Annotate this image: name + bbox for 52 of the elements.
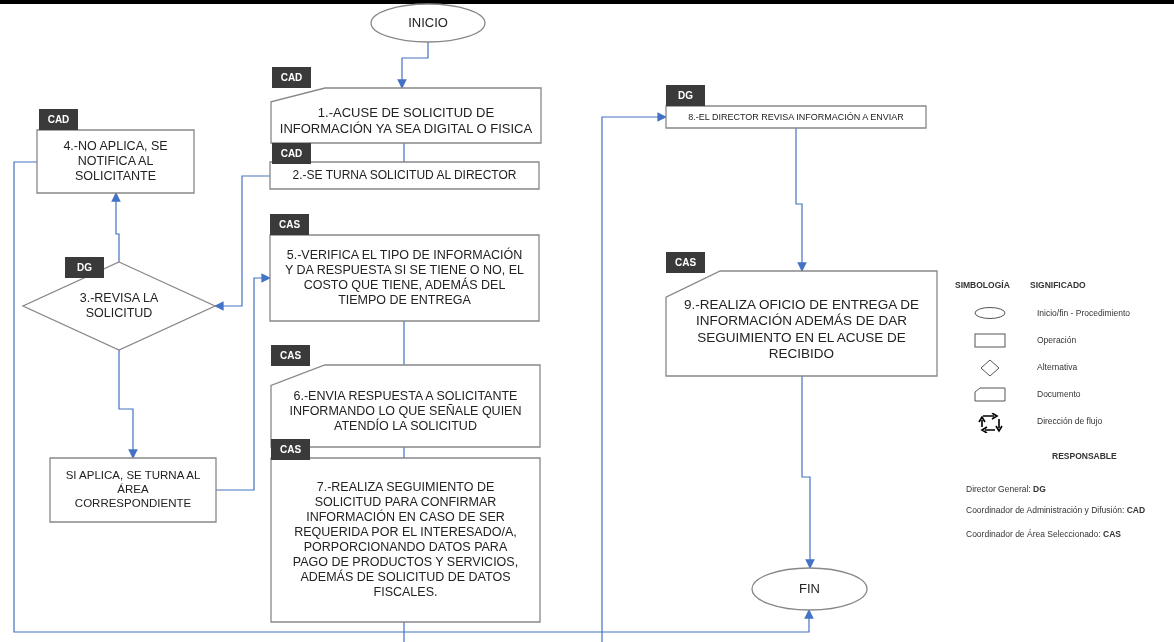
connector-arrow [403, 112, 667, 642]
role-tag: CAS [271, 345, 310, 366]
connector-arrow [111, 192, 121, 263]
connector-arrow [397, 41, 429, 89]
connector-arrow [118, 349, 138, 459]
step-text: 4.-NO APLICA, SE NOTIFICA AL SOLICITANTE [62, 139, 169, 184]
terminal-ellipse [371, 4, 485, 42]
terminal-ellipse [752, 568, 867, 610]
legend-text: Documento [1037, 389, 1081, 399]
role-tag: CAS [271, 439, 310, 460]
legend-text: Alternativa [1037, 362, 1078, 372]
document-shape [271, 365, 540, 447]
document-shape [271, 88, 541, 143]
role-tag: DG [65, 257, 104, 278]
step-text: 7.-REALIZA SEGUIMIENTO DE SOLICITUD PARA CONFIRMAR INFORMACIÓN EN CASO DE SER REQUERIDA POR EL INTERESADO/A, PORPORCIONANDO DATOS PARA PAGO DE PRODUCTOS Y SERVICIOS, ADEMÁS DE SOLICITUD DE DATOS FISCALES. [291, 480, 520, 600]
connector-arrow [795, 127, 807, 272]
step-text: 8.-EL DIRECTOR REVISA INFORMACIÓN A ENVIAR [688, 111, 904, 123]
step-text: SI APLICA, SE TURNA AL ÁREA CORRESPONDIENTE [64, 469, 202, 511]
column-heading: SIMBOLOGÍA [955, 280, 1010, 290]
process-box [270, 235, 539, 321]
step-text: 2.-SE TURNA SOLICITUD AL DIRECTOR [292, 168, 517, 183]
role-tag: CAD [272, 67, 311, 88]
step-text: 5.-VERIFICA EL TIPO DE INFORMACIÓN Y DA RESPUESTA SI SE TIENE O NO, EL COSTO QUE TIENE, ADEMÁS DEL TIEMPO DE ENTREGA [284, 248, 525, 308]
process-box [270, 162, 539, 189]
step-text: 1.-ACUSE DE SOLICITUD DE INFORMACIÓN YA SEA DIGITAL O FISICA [278, 104, 534, 137]
connector-arrow [214, 175, 271, 311]
legend-text: Inicio/fin - Procedimiento [1037, 308, 1131, 318]
step-text: 6.-ENVIA RESPUESTA A SOLICITANTE INFORMANDO LO QUE SEÑALE QUIEN ATENDÍO LA SOLICITUD [288, 388, 523, 434]
column-heading: SIGNIFICADO [1030, 280, 1086, 290]
process-box [666, 106, 926, 128]
step-text: INICIO [408, 15, 448, 31]
step-text: 9.-REALIZA OFICIO DE ENTREGA DE INFORMACIÓN ADEMÁS DE DAR SEGUIMIENTO EN EL ACUSE DE RECIBIDO [683, 297, 920, 362]
section-heading: RESPONSABLE [1052, 451, 1117, 461]
connector-arrow [801, 375, 815, 569]
responsible-note: Director General: DG [966, 484, 1046, 494]
role-tag: CAD [39, 109, 78, 130]
connector-arrow [13, 161, 814, 633]
role-tag: CAS [270, 214, 309, 235]
step-text: 3.-REVISA LA SOLICITUD [78, 291, 160, 321]
role-tag: CAS [666, 252, 705, 273]
process-box [271, 458, 540, 622]
process-box [50, 458, 216, 522]
responsible-note: Coordinador de Administración y Difusión: CAD [966, 505, 1146, 515]
role-tag: DG [666, 85, 705, 106]
document-shape [666, 271, 937, 376]
responsible-note: Coordinador de Área Seleccionado: CAS [966, 529, 1121, 539]
step-text: FIN [799, 581, 820, 597]
decision-diamond [23, 262, 215, 350]
process-box [37, 130, 194, 193]
role-tag: CAD [272, 143, 311, 164]
legend-text: Operación [1037, 335, 1077, 345]
legend-text: Dirección de flujo [1037, 416, 1103, 426]
